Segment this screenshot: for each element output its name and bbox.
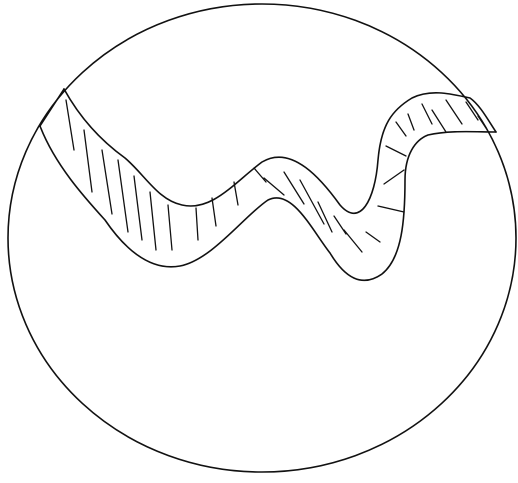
hatch-line	[378, 206, 404, 212]
hatch-line	[284, 172, 304, 204]
hatch-line	[234, 182, 238, 205]
hatch-line	[84, 130, 92, 192]
hatch-line	[366, 232, 380, 242]
hatch-line	[408, 114, 414, 130]
hatch-line	[150, 192, 156, 250]
band-left-edge	[40, 89, 64, 126]
band-hatching	[66, 100, 486, 252]
hatch-line	[118, 160, 128, 232]
hatch-line	[334, 216, 346, 234]
hatch-line	[66, 100, 74, 150]
hatch-line	[134, 176, 142, 240]
hatch-line	[212, 198, 216, 226]
hatch-line	[422, 104, 432, 124]
hatch-line	[254, 168, 266, 182]
hatch-line	[102, 150, 112, 214]
hatch-line	[264, 178, 284, 195]
hatch-line	[446, 100, 462, 124]
hatch-line	[196, 208, 198, 240]
hatch-line	[432, 110, 446, 132]
hatch-line	[386, 146, 406, 156]
circle-boundary	[8, 4, 516, 472]
hatch-line	[168, 205, 172, 250]
hatch-line	[384, 170, 404, 184]
band-upper-edge	[64, 89, 496, 213]
hatch-line	[344, 230, 362, 252]
hatch-line	[478, 116, 486, 128]
hatch-line	[396, 122, 406, 136]
band-lower-edge	[40, 126, 496, 280]
